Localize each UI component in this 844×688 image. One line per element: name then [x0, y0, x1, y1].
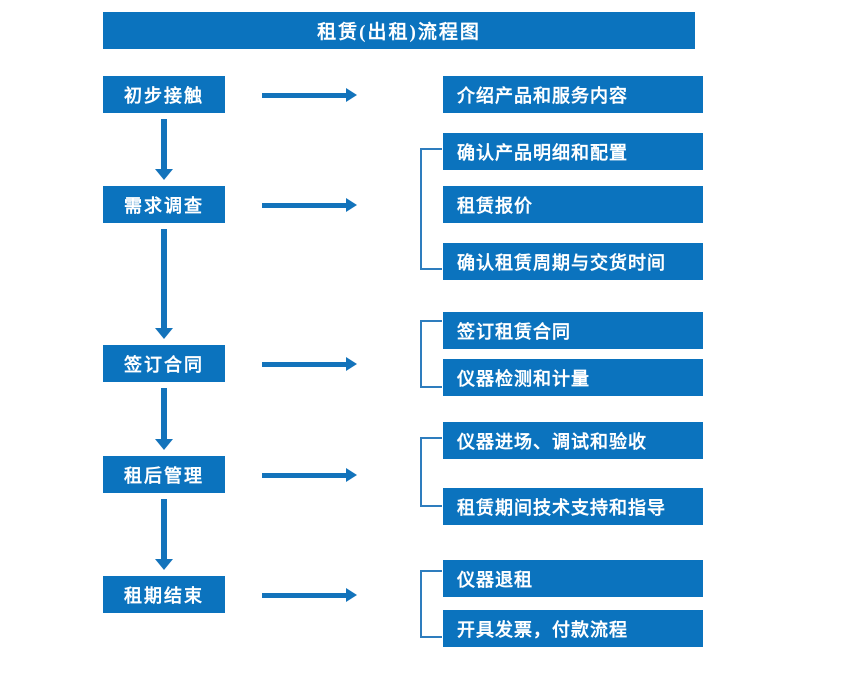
stage-box-1[interactable]: 初步接触 — [103, 76, 225, 113]
vertical-flow-arrow-2 — [155, 229, 173, 340]
detail-box-1[interactable]: 介绍产品和服务内容 — [443, 76, 703, 113]
stage-box-3[interactable]: 签订合同 — [103, 345, 225, 382]
group-bracket-1 — [420, 148, 442, 270]
horizontal-flow-arrow-5 — [262, 588, 357, 602]
group-bracket-4 — [420, 570, 442, 638]
stage-box-2[interactable]: 需求调查 — [103, 186, 225, 223]
detail-box-8[interactable]: 租赁期间技术支持和指导 — [443, 488, 703, 525]
detail-box-3[interactable]: 租赁报价 — [443, 186, 703, 223]
detail-box-2[interactable]: 确认产品明细和配置 — [443, 133, 703, 170]
horizontal-flow-arrow-4 — [262, 468, 357, 482]
detail-box-6[interactable]: 仪器检测和计量 — [443, 359, 703, 396]
detail-box-10[interactable]: 开具发票，付款流程 — [443, 610, 703, 647]
vertical-flow-arrow-3 — [155, 388, 173, 451]
stage-box-4[interactable]: 租后管理 — [103, 456, 225, 493]
diagram-title-bar: 租赁(出租)流程图 — [103, 12, 695, 49]
group-bracket-3 — [420, 437, 442, 507]
horizontal-flow-arrow-1 — [262, 88, 357, 102]
group-bracket-2 — [420, 320, 442, 388]
detail-box-4[interactable]: 确认租赁周期与交货时间 — [443, 243, 703, 280]
horizontal-flow-arrow-3 — [262, 357, 357, 371]
detail-box-7[interactable]: 仪器进场、调试和验收 — [443, 422, 703, 459]
detail-box-9[interactable]: 仪器退租 — [443, 560, 703, 597]
vertical-flow-arrow-4 — [155, 499, 173, 571]
detail-box-5[interactable]: 签订租赁合同 — [443, 312, 703, 349]
horizontal-flow-arrow-2 — [262, 198, 357, 212]
vertical-flow-arrow-1 — [155, 119, 173, 181]
stage-box-5[interactable]: 租期结束 — [103, 576, 225, 613]
